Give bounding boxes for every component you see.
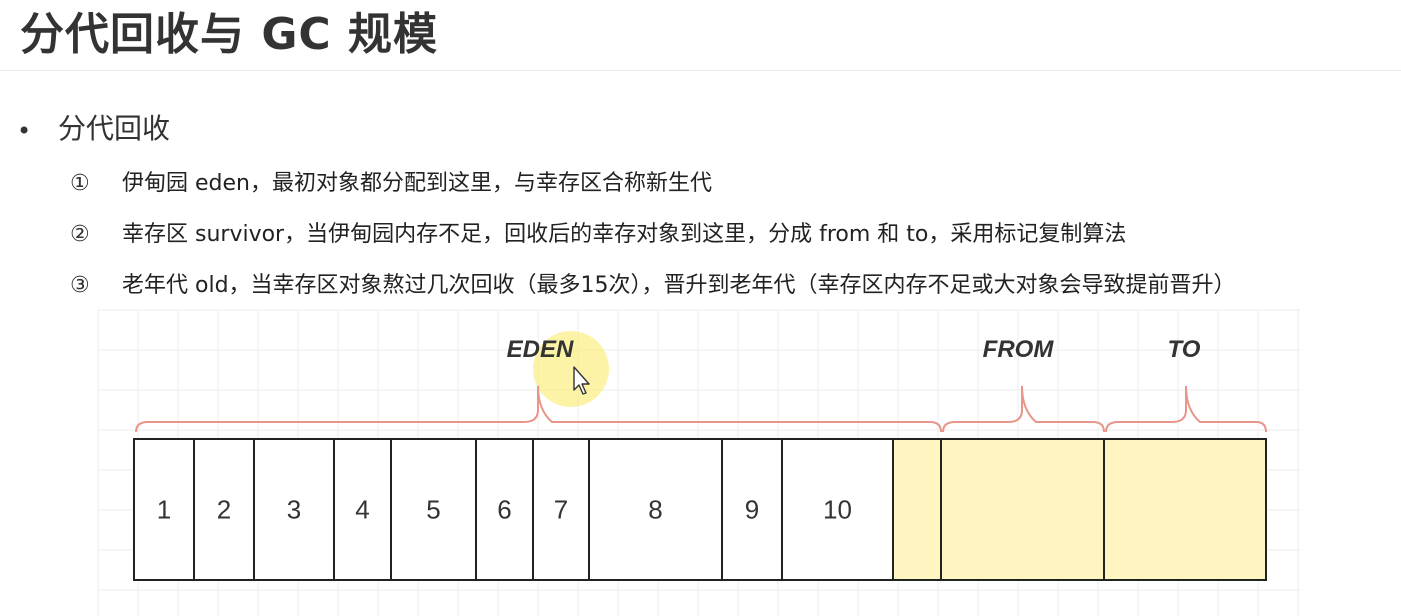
memory-generation-diagram: EDEN FROM TO 1 2 3 4 5 6 7 8 9 10 [97,309,1300,616]
eden-cell-label: 2 [217,495,231,525]
eden-cell [390,438,477,581]
list-number: ③ [70,273,90,298]
eden-cell-label: 6 [497,495,511,525]
list-text: 伊甸园 eden，最初对象都分配到这里，与幸存区合称新生代 [122,171,712,196]
to-cell [1103,438,1267,581]
eden-cell [333,438,392,581]
mouse-cursor-icon [573,366,590,395]
page-title: 分代回收与 GC 规模 [20,9,439,60]
eden-region-label: EDEN [507,336,574,363]
list-text: 幸存区 survivor，当伊甸园内存不足，回收后的幸存对象到这里，分成 fro… [122,222,1127,247]
cursor-highlight [533,331,609,407]
eden-cell [475,438,534,581]
eden-cell [781,438,894,581]
eden-cell-label: 4 [355,495,369,525]
eden-cell-label: 5 [426,495,440,525]
eden-cell-label: 3 [287,495,301,525]
eden-cell-label: 9 [745,495,759,525]
eden-cell-label: 8 [648,495,662,525]
to-region-label: TO [1168,336,1201,363]
eden-cell [193,438,255,581]
list-number: ① [70,171,90,196]
eden-cell-label: 7 [554,495,568,525]
eden-cell [133,438,195,581]
from-cell [940,438,1105,581]
eden-cell [721,438,783,581]
list-number: ② [70,222,90,247]
eden-cell-label: 10 [823,495,852,525]
from-region-label: FROM [983,336,1055,363]
bullet-heading: 分代回收 [58,112,171,145]
eden-cell [253,438,335,581]
eden-brace [135,385,942,433]
bullet-dot-icon: • [17,117,32,145]
pre-from-cell [892,438,942,581]
title-divider [0,70,1401,71]
eden-cell [532,438,590,581]
to-brace [1105,385,1267,433]
from-brace [942,385,1105,433]
eden-cell [588,438,723,581]
eden-cell-label: 1 [157,495,171,525]
list-text: 老年代 old，当幸存区对象熬过几次回收（最多15次），晋升到老年代（幸存区内存… [122,273,1236,298]
